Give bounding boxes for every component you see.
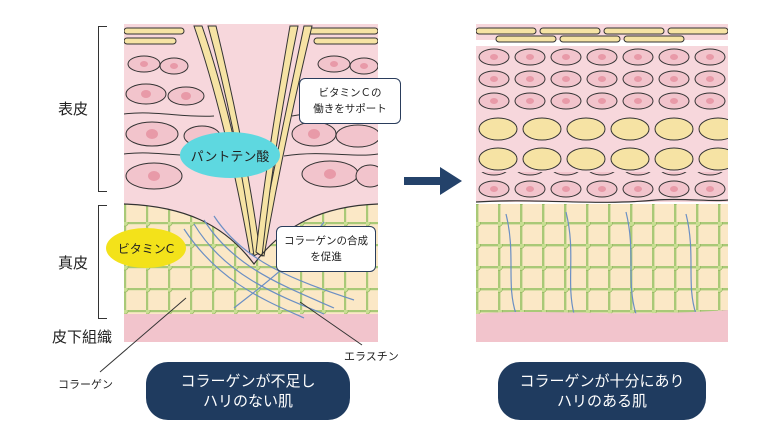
vitaminc-bubble: ビタミンC [106, 228, 186, 268]
subcutaneous-label: 皮下組織 [52, 328, 113, 346]
dermis-label: 真皮 [58, 254, 89, 272]
pantothenic-acid-label: パントテン酸 [190, 149, 270, 165]
left-skin-illustration [124, 24, 378, 342]
right-skin-svg [476, 24, 728, 342]
collagen-synthesis-callout: コラーゲンの合成 を促進 [276, 226, 376, 272]
left-skin-svg [124, 24, 378, 342]
support-callout: ビタミンＣの 働きをサポート [299, 78, 401, 124]
dermis-bracket [98, 205, 107, 319]
right-arrow-icon [404, 167, 462, 195]
vitaminc-label: ビタミンC [117, 241, 175, 256]
left-caption: コラーゲンが不足し ハリのない肌 [146, 362, 350, 420]
pantothenic-acid-bubble: パントテン酸 [180, 132, 280, 178]
right-skin-illustration [476, 24, 728, 342]
collagen-label: コラーゲン [58, 378, 113, 391]
elastin-label: エラスチン [344, 350, 399, 363]
epidermis-label: 表皮 [58, 100, 89, 118]
right-caption: コラーゲンが十分にあり ハリのある肌 [498, 362, 706, 420]
epidermis-bracket [98, 26, 107, 192]
